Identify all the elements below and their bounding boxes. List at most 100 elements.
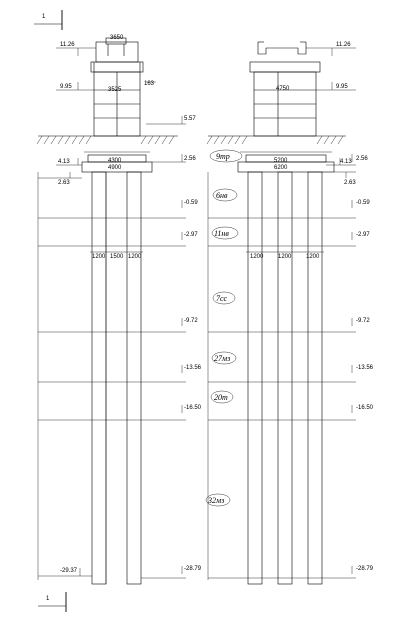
svg-text:11.26: 11.26: [60, 42, 75, 48]
svg-text:-9.72: -9.72: [184, 318, 198, 324]
left-cap-plate: [90, 61, 144, 73]
left-pile-1: [91, 171, 107, 585]
svg-text:-13.56: -13.56: [356, 365, 374, 371]
svg-text:4.13: 4.13: [58, 159, 70, 165]
ground-hatch-stroke: [220, 135, 227, 145]
ground-hatch-stroke: [78, 135, 85, 145]
left-elev-right: 5.57 2.56 -0.59 -2.97 -9.72 -13.56 -16.5…: [38, 81, 202, 579]
left-bearing-top: [105, 37, 127, 45]
svg-text:11нв: 11нв: [214, 229, 229, 238]
svg-text:-0.59: -0.59: [356, 200, 370, 206]
right-pile-2: [277, 171, 293, 585]
left-pile-spacing-3: 1200: [128, 254, 142, 260]
right-pile-1: [247, 171, 263, 585]
svg-text:4.13: 4.13: [340, 159, 352, 165]
right-column-width: 4750: [276, 86, 290, 92]
svg-text:2.56: 2.56: [184, 156, 196, 162]
svg-text:2.63: 2.63: [58, 180, 70, 186]
ground-hatch-stroke: [206, 135, 213, 145]
ground-hatch-stroke: [316, 135, 323, 145]
ground-hatch-stroke: [140, 135, 147, 145]
ground-hatch-stroke: [71, 135, 78, 145]
svg-text:9тр: 9тр: [216, 152, 230, 161]
left-pile-spacing-1: 1200: [92, 254, 106, 260]
ground-hatch-stroke: [154, 135, 161, 145]
ground-hatch-stroke: [227, 135, 234, 145]
svg-text:9.95: 9.95: [336, 84, 348, 90]
soil-label-4: 7сс: [212, 291, 236, 305]
left-footing-width: 4900: [108, 165, 122, 171]
svg-text:11.26: 11.26: [336, 42, 351, 48]
right-footing-top-width: 5200: [274, 158, 288, 164]
ground-hatch-stroke: [36, 135, 43, 145]
right-cap-plate: [249, 61, 321, 73]
ground-hatch-stroke: [43, 135, 50, 145]
ground-hatch-stroke: [50, 135, 57, 145]
soil-label-7: 32мз: [205, 493, 231, 507]
left-column-width: 3525: [108, 87, 122, 93]
right-elev: 11.26 9.95 4.13 2.63 2.56 -0.59 -2.97 -9…: [208, 42, 374, 579]
left-elev-pile-tip: -29.37: [38, 568, 92, 577]
svg-text:20т: 20т: [214, 393, 228, 402]
svg-text:7сс: 7сс: [216, 294, 228, 303]
ground-hatch-stroke: [161, 135, 168, 145]
svg-text:-13.56: -13.56: [184, 365, 202, 371]
ground-hatch-stroke: [64, 135, 71, 145]
left-column-offset: 163: [144, 81, 155, 87]
svg-text:27мз: 27мз: [214, 354, 230, 363]
svg-text:5.57: 5.57: [184, 116, 196, 122]
svg-text:-2.97: -2.97: [184, 232, 198, 238]
ground-hatch-stroke: [213, 135, 220, 145]
section-mark-label: 1: [46, 596, 50, 602]
svg-text:-28.79: -28.79: [184, 566, 202, 572]
svg-text:-16.50: -16.50: [184, 405, 202, 411]
section-mark-top: 1: [34, 10, 63, 30]
svg-text:-28.79: -28.79: [356, 566, 374, 572]
soil-layer-labels: 9тр 6нв 11нв 7сс 27мз 20т 32мз: [205, 149, 243, 507]
soil-label-2: 6нв: [212, 188, 238, 202]
ground-hatch-stroke: [168, 135, 175, 145]
svg-text:2.63: 2.63: [344, 180, 356, 186]
svg-text:6нв: 6нв: [216, 191, 228, 200]
left-pile-2: [126, 171, 142, 585]
left-pier: [81, 37, 153, 585]
left-footing-top-width: 4300: [108, 158, 122, 164]
svg-text:-2.97: -2.97: [356, 232, 370, 238]
ground-hatch-stroke: [85, 135, 92, 145]
right-bearing-rail: [257, 42, 307, 55]
left-elev-cap: 11.26: [56, 42, 96, 56]
svg-text:-9.72: -9.72: [356, 318, 370, 324]
svg-text:-29.37: -29.37: [60, 568, 78, 574]
left-footing: [81, 161, 153, 173]
ground-hatch-stroke: [241, 135, 248, 145]
svg-text:-0.59: -0.59: [184, 200, 198, 206]
soil-label-1: 9тр: [209, 149, 243, 163]
right-pile-spacing-2: 1200: [278, 254, 292, 260]
right-footing-width: 6200: [274, 165, 288, 171]
left-elev-footing-top: 4.13: [56, 158, 82, 166]
ground-line: [36, 135, 346, 145]
right-pile-spacing-3: 1200: [306, 254, 320, 260]
svg-text:2.56: 2.56: [356, 156, 368, 162]
soil-label-3: 11нв: [211, 226, 239, 240]
left-elev-footing-bottom: 2.63: [38, 172, 82, 186]
ground-hatch-stroke: [147, 135, 154, 145]
ground-hatch-stroke: [323, 135, 330, 145]
ground-hatch-stroke: [337, 135, 344, 145]
left-cap-width: 3650: [110, 35, 124, 41]
left-bearing-block: [95, 41, 139, 63]
ground-hatch-stroke: [330, 135, 337, 145]
ground-hatch-stroke: [57, 135, 64, 145]
svg-text:-16.50: -16.50: [356, 405, 374, 411]
section-mark-label: 1: [42, 14, 46, 20]
left-elev-column-top: 9.95: [56, 82, 94, 91]
svg-text:32мз: 32мз: [207, 496, 224, 505]
section-mark-bottom: 1: [38, 592, 67, 612]
ground-hatch-stroke: [234, 135, 241, 145]
svg-text:9.95: 9.95: [60, 84, 72, 90]
right-pier: [237, 41, 335, 585]
soil-label-6: 20т: [210, 390, 234, 404]
left-pile-spacing-2: 1500: [110, 254, 124, 260]
right-pile-spacing-1: 1200: [250, 254, 264, 260]
